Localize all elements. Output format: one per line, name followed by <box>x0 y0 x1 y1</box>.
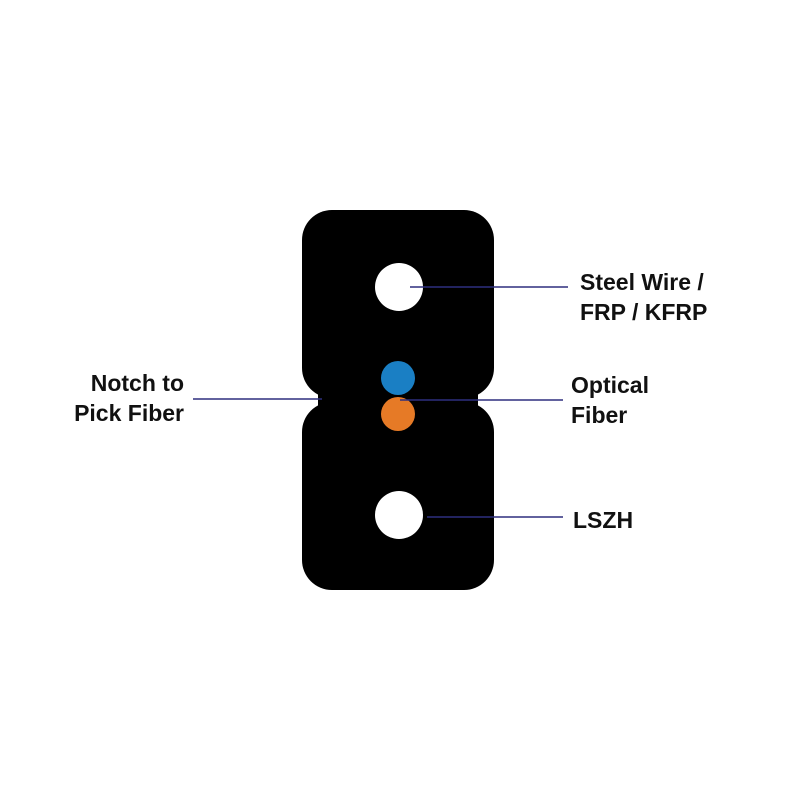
strength-member-bottom <box>375 491 423 539</box>
label-optical-fiber: Optical Fiber <box>571 370 649 430</box>
label-lszh-line1: LSZH <box>573 507 634 533</box>
optical-fiber-blue <box>381 361 415 395</box>
label-lszh: LSZH <box>573 505 633 535</box>
label-steel-wire: Steel Wire / FRP / KFRP <box>580 267 707 327</box>
label-notch-line2: Pick Fiber <box>74 400 184 426</box>
strength-member-top <box>375 263 423 311</box>
optical-fiber-orange <box>381 397 415 431</box>
label-notch-line1: Notch to <box>90 370 184 396</box>
label-notch: Notch to Pick Fiber <box>50 368 184 428</box>
label-steel-wire-line1: Steel Wire / <box>580 269 704 295</box>
label-steel-wire-line2: FRP / KFRP <box>580 299 708 325</box>
label-optical-fiber-line1: Optical <box>571 372 649 398</box>
label-optical-fiber-line2: Fiber <box>571 402 628 428</box>
